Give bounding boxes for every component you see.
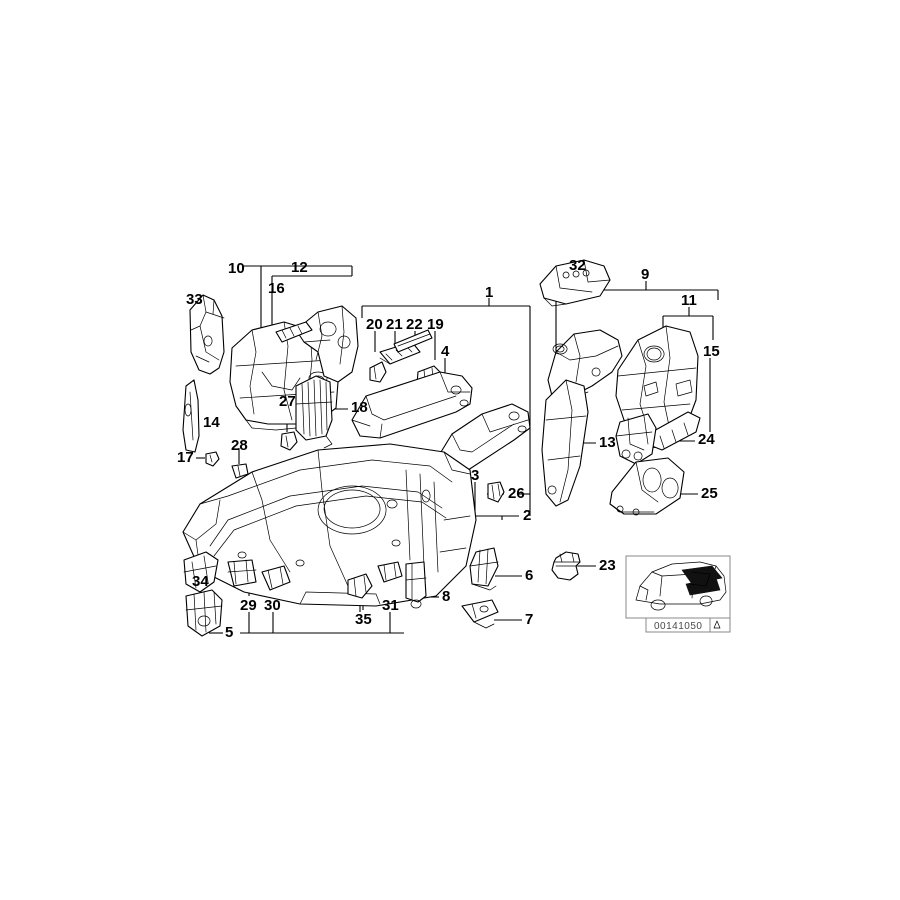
callout-9: 9 — [641, 266, 650, 283]
callout-26: 26 — [508, 485, 525, 502]
callout-25: 25 — [701, 485, 718, 502]
part-2-rear-floor-pan — [182, 443, 477, 607]
part-7-plate — [461, 599, 499, 629]
callout-28: 28 — [231, 437, 248, 454]
part-31-bracket — [377, 561, 403, 583]
callout-34: 34 — [192, 573, 209, 590]
part-34-bracket — [183, 551, 219, 593]
callout-15: 15 — [703, 343, 720, 360]
part-17-small-bracket — [205, 451, 220, 467]
part-29-bracket — [227, 559, 257, 587]
part-number-label: 00141050 — [654, 621, 703, 632]
callout-30: 30 — [264, 597, 281, 614]
part-24-bracket — [615, 413, 657, 465]
callout-32: 32 — [569, 257, 586, 274]
callout-12: 12 — [291, 259, 308, 276]
callout-17: 17 — [177, 449, 194, 466]
part-4-seat-crossmember — [351, 371, 473, 439]
callout-35: 35 — [355, 611, 372, 628]
callout-21: 21 — [386, 316, 403, 333]
callout-2: 2 — [523, 507, 532, 524]
callout-18: 18 — [351, 399, 368, 416]
part-6-bracket — [469, 547, 499, 591]
part-22-rail-strip — [393, 329, 433, 353]
callout-16: 16 — [268, 280, 285, 297]
callout-10: 10 — [228, 260, 245, 277]
callout-14: 14 — [203, 414, 220, 431]
part-13-pillar-reinforcement — [541, 379, 589, 507]
callout-29: 29 — [240, 597, 257, 614]
callout-22: 22 — [406, 316, 423, 333]
part-30-bracket — [261, 565, 291, 591]
callout-6: 6 — [525, 567, 534, 584]
part-33-inner-wheelhouse-panel — [189, 294, 225, 375]
part-23-grommet — [551, 551, 581, 581]
part-15-side-member — [651, 411, 701, 451]
callout-1: 1 — [485, 284, 494, 301]
callout-5: 5 — [225, 624, 234, 641]
callout-3: 3 — [471, 467, 480, 484]
part-20-clip — [369, 361, 387, 383]
callout-4: 4 — [441, 343, 450, 360]
part-5-mount-bracket — [185, 589, 223, 637]
callout-8: 8 — [442, 588, 451, 605]
part-16-trim-strip — [275, 321, 313, 343]
part-32-reinforcement — [539, 259, 611, 307]
part-12-wheelhouse-upper — [295, 305, 359, 383]
callout-13: 13 — [599, 434, 616, 451]
callout-11: 11 — [681, 292, 697, 309]
callout-33: 33 — [186, 291, 203, 308]
part-8-bracket — [405, 561, 427, 609]
part-14-rocker-reinforcement — [182, 379, 200, 453]
callout-23: 23 — [599, 557, 616, 574]
part-25-bracket — [609, 457, 685, 516]
vehicle-thumbnail — [625, 555, 731, 633]
part-26-clip-bracket — [487, 481, 505, 503]
part-35-bracket — [347, 573, 373, 599]
callout-19: 19 — [427, 316, 444, 333]
callout-7: 7 — [525, 611, 534, 628]
callout-31: 31 — [382, 597, 399, 614]
part-27-clip-bracket — [280, 431, 298, 451]
part-18-rear-bulkhead — [295, 375, 333, 449]
callout-27: 27 — [279, 393, 296, 410]
callout-24: 24 — [698, 431, 715, 448]
callout-20: 20 — [366, 316, 383, 333]
